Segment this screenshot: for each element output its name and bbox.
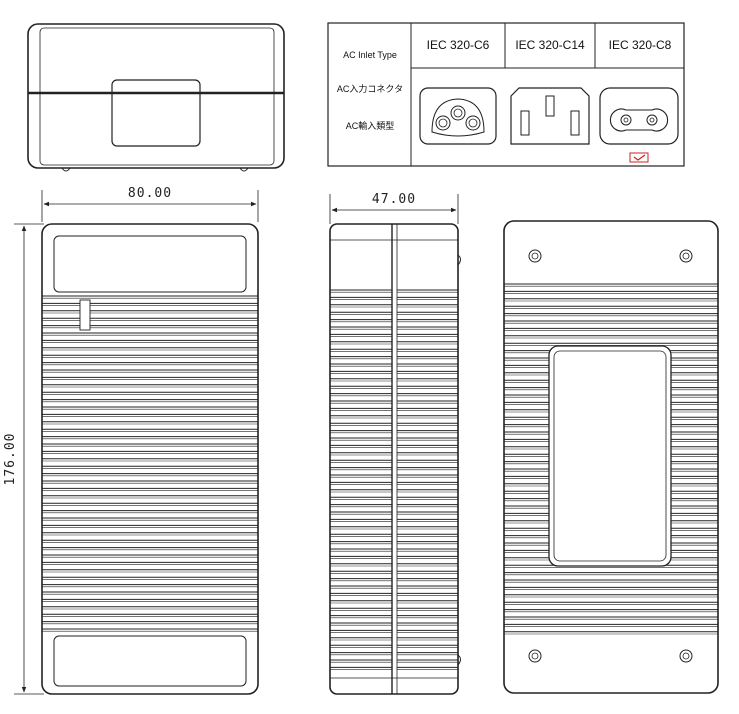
ac-inlet-table: AC Inlet Type AC入力コネクタ AC輸入類型 IEC 320-C6… (327, 22, 685, 167)
rating-label-area (548, 345, 672, 567)
dimension-width: 80.00 (41, 186, 259, 222)
length-dimension-label: 176.00 (3, 433, 18, 486)
iec-c6-connector-icon (419, 87, 497, 145)
iec-c8-connector-icon (599, 87, 679, 145)
front-view (41, 223, 259, 695)
type-iec-c6: IEC 320-C6 (427, 38, 490, 52)
c8-selected-checkmark-icon (629, 152, 649, 163)
dimension-length: 176.00 (3, 223, 44, 695)
row-label-ac-input-connector-jp: AC入力コネクタ (337, 83, 403, 94)
label-tab-icon (79, 299, 91, 331)
depth-dimension-label: 47.00 (372, 192, 416, 207)
type-iec-c14: IEC 320-C14 (515, 38, 585, 52)
row-label-ac-inlet-type: AC Inlet Type (343, 50, 397, 60)
row-label-ac-input-type-cn: AC輸入類型 (346, 120, 395, 131)
screw-hole-icon (528, 249, 693, 663)
iec-c14-connector-icon (510, 87, 590, 145)
dimension-depth: 47.00 (329, 192, 459, 224)
type-iec-c8: IEC 320-C8 (609, 38, 672, 52)
end-view-top (27, 23, 285, 172)
width-dimension-label: 80.00 (128, 186, 172, 201)
back-view (503, 220, 719, 694)
side-view (329, 223, 461, 695)
